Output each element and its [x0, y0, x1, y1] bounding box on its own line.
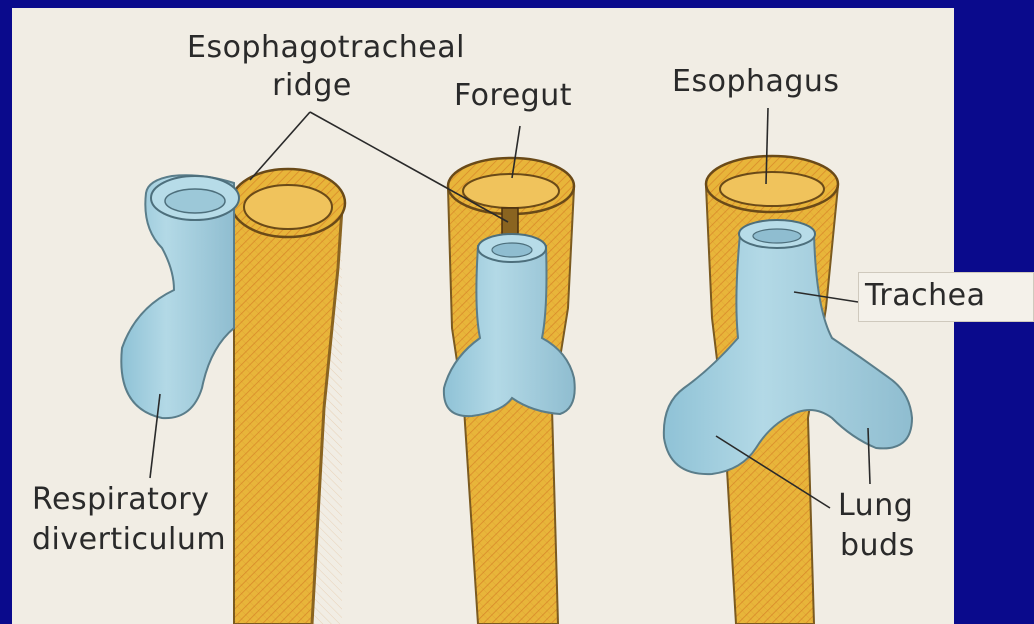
stage-1-diverticulum-lumen: [165, 189, 225, 213]
stage-2-trachea-lumen: [492, 243, 532, 257]
label-respiratory-line2: diverticulum: [32, 522, 226, 558]
label-esophagotracheal-line2: ridge: [242, 68, 382, 104]
stage-1-esophagus-texture: [234, 208, 342, 624]
stage-2-group: [444, 158, 575, 624]
stage-1-esophagus-lumen: [244, 185, 332, 229]
label-foregut: Foregut: [454, 78, 572, 114]
stage-2-esophagus-lumen: [463, 174, 559, 208]
figure-panel: Esophagotracheal ridge Foregut Esophagus…: [12, 8, 954, 624]
label-esophagotracheal-line1: Esophagotracheal: [140, 30, 512, 66]
label-respiratory-line1: Respiratory: [32, 482, 209, 518]
stage-3-esophagus-lumen: [720, 172, 824, 206]
label-esophagus: Esophagus: [672, 64, 840, 100]
trachea-label-box: Trachea: [858, 272, 1034, 322]
stage-3-trachea-lumen: [753, 229, 801, 243]
label-trachea: Trachea: [865, 278, 985, 314]
label-lung-buds-line1: Lung: [838, 488, 913, 524]
label-lung-buds-line2: buds: [840, 528, 915, 564]
